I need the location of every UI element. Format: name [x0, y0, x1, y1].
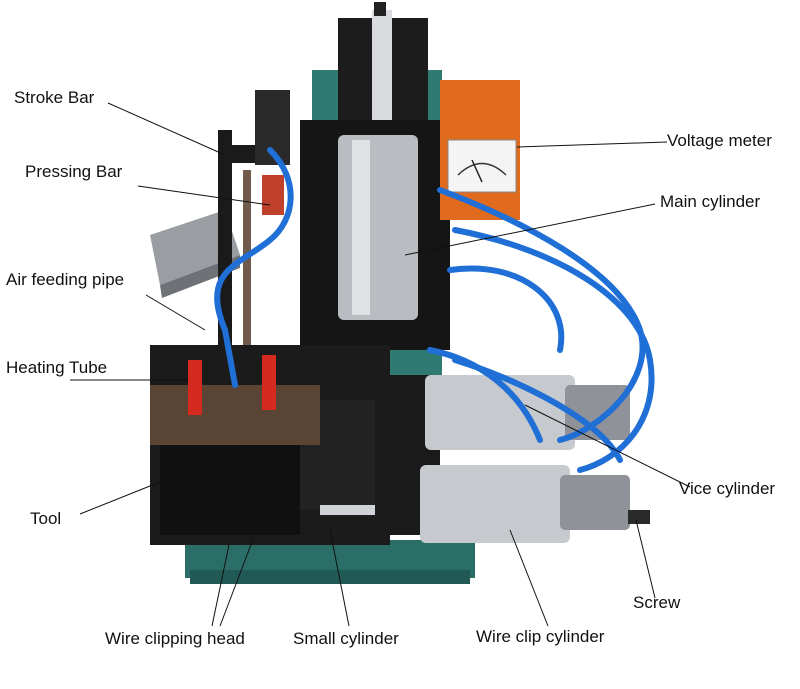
- wire-clip-cylinder-shape: [420, 465, 570, 543]
- leader-wire-clip-cylinder: [509, 529, 549, 627]
- label-voltage-meter: Voltage meter: [667, 131, 772, 150]
- label-vice-cylinder: Vice cylinder: [679, 479, 776, 498]
- leader-screw: [635, 519, 656, 599]
- main-cylinder-highlight: [352, 140, 370, 315]
- small-cylinder-rod: [320, 505, 375, 515]
- base-plate-front: [190, 570, 470, 584]
- leader-voltage-meter: [516, 141, 668, 148]
- label-stroke-bar: Stroke Bar: [14, 88, 95, 107]
- vice-cylinder-cap: [565, 385, 630, 440]
- leader-pressing-bar: [137, 185, 271, 206]
- label-screw: Screw: [633, 593, 681, 612]
- meter-arc: [457, 162, 507, 176]
- label-air-feeding-pipe: Air feeding pipe: [6, 270, 125, 289]
- bronze-plate: [150, 385, 320, 445]
- leader-small-cylinder: [329, 529, 350, 627]
- wire-clip-cylinder-cap: [560, 475, 630, 530]
- air-tube-6: [452, 357, 623, 463]
- label-heating-tube: Heating Tube: [6, 358, 108, 377]
- label-tool: Tool: [30, 509, 62, 528]
- clip-head-block: [240, 430, 300, 535]
- piston-rod: [372, 10, 392, 140]
- label-small-cylinder: Small cylinder: [293, 629, 399, 648]
- leader-vice-cylinder: [524, 404, 691, 488]
- air-tube-4: [447, 265, 565, 353]
- air-tube-5: [427, 347, 543, 443]
- meter-needle: [471, 159, 483, 183]
- leader-tool: [79, 477, 171, 515]
- label-wire-clipping-head: Wire clipping head: [105, 629, 245, 648]
- meter-face: [447, 139, 517, 193]
- leader-main-cylinder: [404, 203, 656, 256]
- label-pressing-bar: Pressing Bar: [25, 162, 123, 181]
- label-main-cylinder: Main cylinder: [660, 192, 761, 211]
- red-clip-right: [262, 355, 276, 410]
- air-tube-1: [214, 147, 294, 388]
- screw-shape: [628, 510, 650, 524]
- pressing-bar-rod: [243, 170, 251, 370]
- leader-air-feeding-pipe: [145, 294, 206, 331]
- tool-block: [160, 440, 250, 535]
- air-tubes: [214, 147, 655, 473]
- air-tube-3: [452, 227, 655, 473]
- leader-wire-clipping-head-2: [219, 499, 269, 627]
- red-clip-left: [188, 360, 202, 415]
- leader-wire-clipping-head-1: [211, 539, 231, 627]
- piston-cap: [374, 2, 386, 16]
- leader-stroke-bar: [107, 102, 226, 156]
- foot-pedal: [150, 210, 240, 285]
- label-wire-clip-cylinder: Wire clip cylinder: [476, 627, 605, 646]
